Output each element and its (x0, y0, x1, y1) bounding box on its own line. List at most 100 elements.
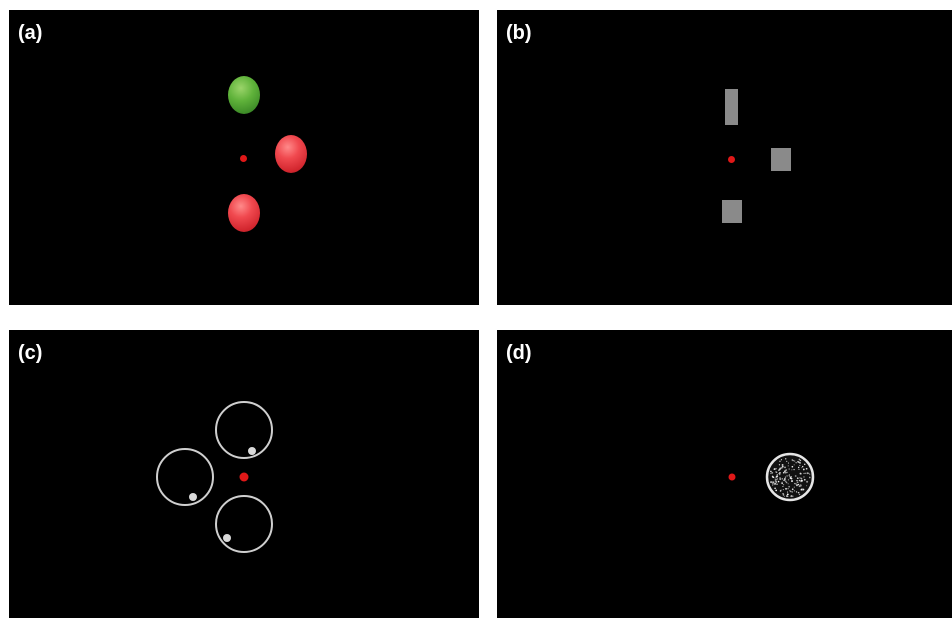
noise-dot (788, 468, 790, 470)
dot-top (248, 447, 256, 455)
fixation-point (728, 156, 735, 163)
noise-dot (778, 464, 781, 466)
noise-ring (765, 452, 815, 502)
noise-dot (774, 477, 776, 479)
noise-dots (770, 458, 811, 498)
panel-a: (a) (9, 10, 479, 305)
noise-dot (801, 467, 803, 469)
dot-bottom (223, 534, 231, 542)
noise-dot (783, 495, 785, 497)
noise-dot (803, 472, 805, 474)
noise-layer (728, 452, 815, 502)
noise-dot (803, 478, 806, 481)
noise-dot (786, 475, 788, 477)
panel-d: (d) (497, 330, 952, 618)
noise-dot (776, 475, 779, 478)
noise-dot (775, 481, 777, 483)
noise-dot (785, 487, 787, 490)
noise-dot (776, 474, 778, 476)
noise-dot (794, 460, 796, 462)
noise-dot (800, 488, 803, 491)
noise-dot (784, 476, 787, 478)
noise-dot (781, 478, 784, 480)
noise-dot (775, 467, 777, 470)
noise-dot (772, 484, 774, 486)
noise-dot (804, 472, 806, 474)
noise-dot (775, 471, 778, 474)
noise-dot (783, 479, 785, 482)
noise-dot (787, 483, 789, 485)
gray-rect-right (771, 148, 791, 171)
noise-dot (799, 459, 802, 462)
noise-dot (806, 472, 809, 475)
noise-dot (771, 475, 774, 478)
noise-dot (788, 475, 791, 477)
noise-dot (795, 461, 797, 464)
noise-dot (794, 482, 796, 485)
noise-dot (807, 472, 810, 474)
noise-dot (787, 479, 789, 481)
fixation-point (240, 155, 247, 162)
noise-dot (794, 475, 797, 477)
gray-rect-bottom (722, 200, 742, 223)
noise-dot (796, 477, 799, 480)
noise-dot (782, 471, 785, 474)
noise-dot (787, 488, 789, 490)
noise-dot (784, 466, 786, 469)
noise-dot (791, 465, 794, 468)
noise-dot (805, 467, 808, 470)
noise-dot (770, 470, 772, 473)
noise-dot (786, 471, 788, 474)
noise-dot (798, 493, 801, 496)
noise-dot (790, 495, 792, 498)
noise-dot (770, 473, 772, 475)
noise-dot (799, 464, 801, 467)
noise-dot (777, 480, 780, 483)
noise-dot (791, 479, 793, 481)
noise-dot (770, 481, 772, 484)
noise-dot (779, 478, 782, 481)
noise-dot (802, 465, 804, 468)
noise-dot (780, 466, 783, 469)
noise-dot (774, 487, 776, 490)
noise-dot (779, 477, 781, 479)
noise-dot (802, 468, 805, 471)
panel-label-b: (b) (506, 22, 532, 44)
noise-dot (788, 474, 790, 476)
noise-dot (790, 477, 793, 480)
noise-dot (793, 486, 795, 488)
panel-c: (c) (9, 330, 479, 618)
noise-dot (797, 461, 800, 463)
noise-dot (804, 463, 806, 465)
fixation-point (728, 473, 736, 481)
noise-dot (798, 479, 801, 482)
noise-dot (773, 468, 776, 471)
noise-dot (793, 464, 795, 466)
noise-dot (799, 484, 802, 487)
noise-dot (780, 459, 783, 461)
noise-dot (774, 483, 776, 486)
noise-dot (791, 469, 793, 471)
noise-dot (793, 468, 795, 471)
noise-dot (787, 465, 789, 467)
noise-dot (795, 483, 797, 485)
noise-dot (800, 478, 803, 480)
panel-b: (b) (497, 10, 952, 305)
noise-dot (799, 477, 801, 479)
noise-dot (780, 482, 783, 485)
noise-dot (786, 495, 788, 497)
noise-dot (792, 495, 794, 497)
ring-top (215, 401, 273, 459)
noise-dot (771, 482, 774, 484)
noise-dot (797, 466, 800, 469)
noise-dot (772, 483, 774, 485)
noise-dot (800, 480, 802, 482)
noise-dot (802, 488, 805, 491)
noise-dot (799, 462, 801, 464)
noise-dot (806, 485, 808, 487)
noise-dot (771, 471, 774, 474)
noise-dot (796, 484, 798, 487)
noise-dot (797, 491, 800, 494)
gray-rect-top (725, 89, 738, 125)
dot-left (189, 493, 197, 501)
